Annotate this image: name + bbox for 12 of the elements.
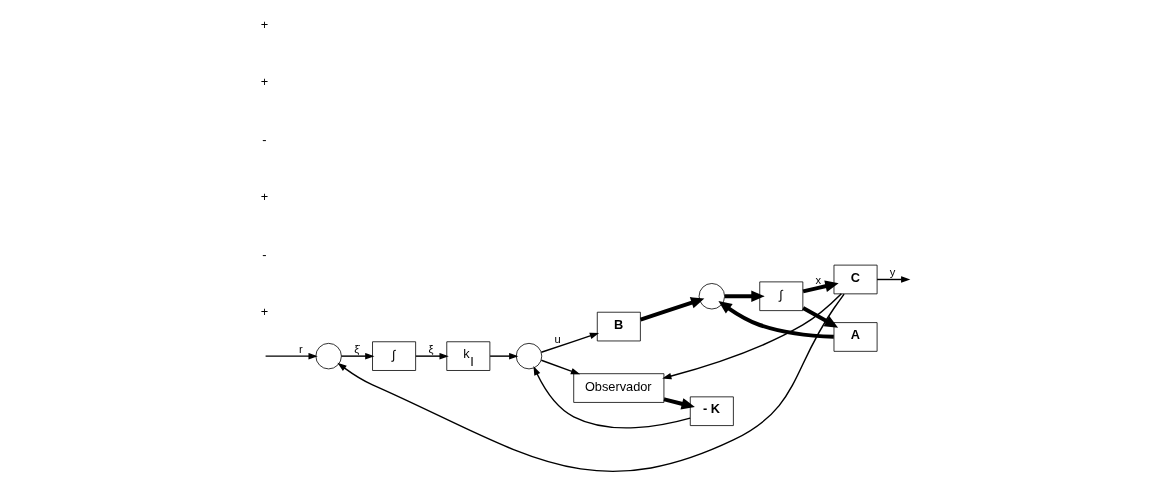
label: - — [261, 131, 267, 147]
label: + — [260, 304, 268, 320]
edge-label: x — [815, 274, 821, 287]
edge-label: ξ̇ — [353, 343, 359, 356]
edge-label: r — [298, 343, 303, 356]
edge-label: ξ — [427, 343, 433, 356]
label: - — [261, 246, 267, 262]
edge-label: u — [554, 332, 561, 345]
label: + — [260, 16, 268, 32]
label: + — [260, 74, 268, 90]
label: + — [260, 189, 268, 205]
edge-label: y — [889, 266, 895, 279]
